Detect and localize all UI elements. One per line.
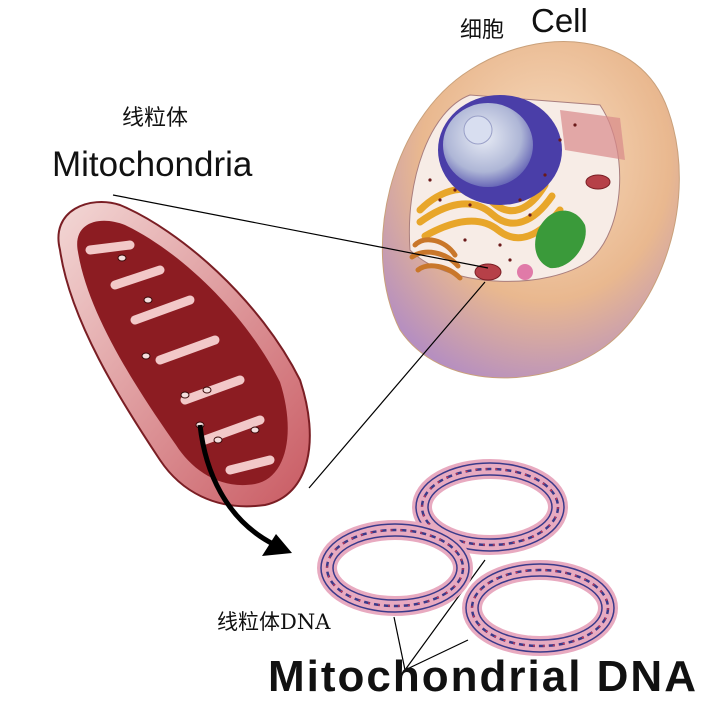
mito-label-line [112,194,489,269]
dna-ring-left [317,520,473,616]
cut-section [560,110,625,160]
diagram-canvas [57,41,680,671]
ribosomes [428,123,577,262]
dna-label-line-2 [404,559,486,671]
dna-label-line-3 [404,639,469,671]
mitochondria-label-chinese: 线粒体 [122,106,189,131]
mtdna-label-chinese: 线粒体DNA [217,610,331,634]
mitochondria-label-english: Mitochondria [52,145,253,184]
arrow [197,424,292,556]
vesicle [517,264,533,280]
dna-ring-top [412,459,568,555]
dna-ring-right [462,560,618,656]
cell-mitochondrion [474,263,502,281]
arrow-shaft [197,424,277,548]
mtdna-label-english-cropped: Mitochondrial DNA [268,652,698,701]
cell-label-english: Cell [531,2,588,39]
golgi-apparatus [409,237,463,281]
arrow-head [262,534,292,556]
cell-mitochondrion-2 [585,174,611,190]
mito-zoom-line [308,281,486,489]
nucleolus [463,115,493,145]
matrix-granules [117,254,260,444]
cell-label-chinese: 细胞 [460,18,505,43]
green-organelle [535,210,586,269]
cristae [85,240,275,475]
leader-lines [112,194,489,671]
mitochondrion-illustration [57,201,311,508]
dna-label-line-1 [393,616,406,671]
mtdna-rings [317,459,618,656]
nucleus [443,103,533,187]
animal-cell-illustration [381,41,680,379]
